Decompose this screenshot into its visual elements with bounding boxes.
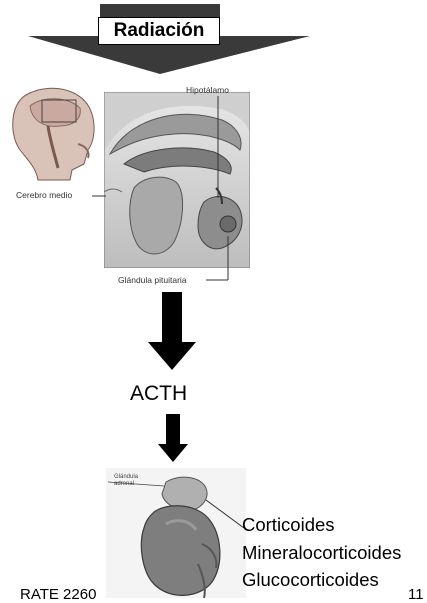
midbrain-label: Cerebro medio [16, 190, 72, 200]
brain-leader-lines [0, 0, 427, 300]
adrenal-kidney-image [106, 468, 246, 598]
arrow-down-icon [158, 414, 188, 464]
hypothalamus-label: Hipotálamo [186, 85, 229, 95]
footer-course-code: RATE 2260 [20, 586, 96, 603]
product-corticoides: Corticoides [242, 514, 335, 536]
footer-page-number: 11 [408, 586, 424, 603]
adrenal-gland-label-line1: Glándula [114, 474, 138, 480]
pituitary-label: Glándula pituitaria [118, 275, 187, 285]
adrenal-gland-label-line2: adrenal [114, 481, 134, 487]
acth-label: ACTH [130, 382, 187, 406]
product-mineralocorticoides: Mineralocorticoides [242, 542, 401, 564]
product-glucocorticoides: Glucocorticoides [242, 569, 379, 591]
arrow-down-icon [146, 292, 198, 372]
